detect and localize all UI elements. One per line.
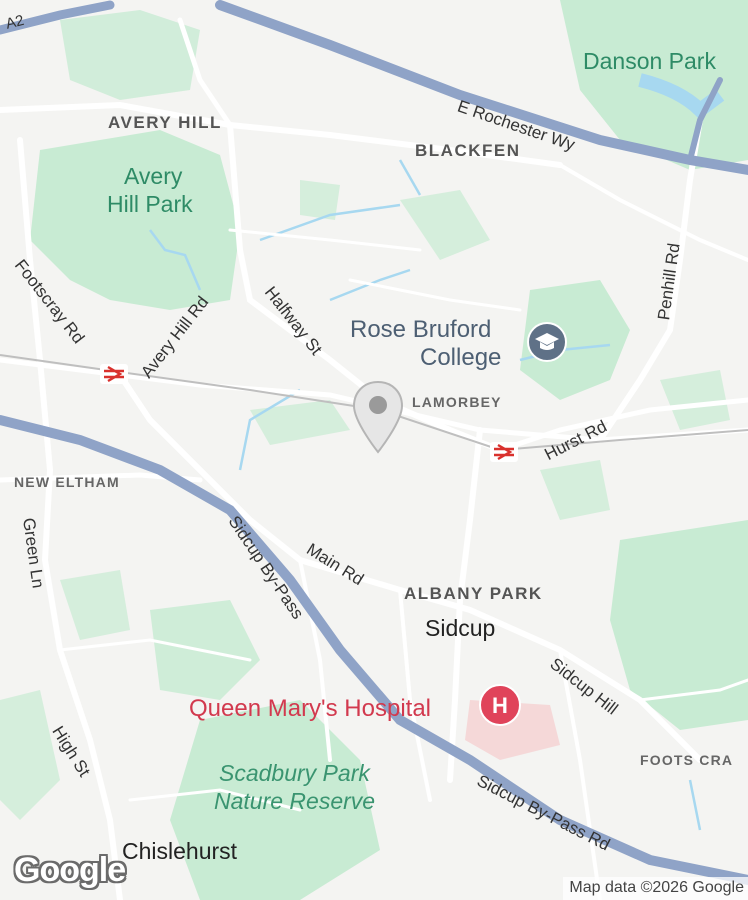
area-label-foots-cray: FOOTS CRA xyxy=(640,752,734,768)
area-label-new-eltham: NEW ELTHAM xyxy=(14,474,120,490)
park-label-scadbury-line1[interactable]: Scadbury Park xyxy=(219,760,370,786)
park-label-scadbury-line2[interactable]: Nature Reserve xyxy=(214,788,376,814)
park-label-avery-hill-park-line1[interactable]: Avery xyxy=(124,163,183,189)
water-areas xyxy=(149,73,725,831)
minor-roads xyxy=(0,17,748,900)
map-attribution[interactable]: Map data ©2026 Google xyxy=(563,877,748,900)
google-logo[interactable]: Google xyxy=(14,851,126,889)
place-label-rose-bruford-line1[interactable]: Rose Bruford xyxy=(350,316,492,343)
park-label-danson-park[interactable]: Danson Park xyxy=(583,48,716,74)
hospital-h-icon[interactable]: H xyxy=(478,683,522,732)
map-pin-icon[interactable] xyxy=(352,380,404,459)
place-label-sidcup[interactable]: Sidcup xyxy=(425,615,496,641)
area-label-avery-hill: AVERY HILL xyxy=(108,113,222,132)
park-label-avery-hill-park-line2[interactable]: Hill Park xyxy=(107,191,193,217)
area-label-lamorbey: LAMORBEY xyxy=(412,394,502,410)
graduation-cap-icon[interactable] xyxy=(526,321,568,368)
place-label-rose-bruford-line2[interactable]: College xyxy=(420,344,502,371)
area-label-blackfen: BLACKFEN xyxy=(415,141,521,160)
place-label-chislehurst[interactable]: Chislehurst xyxy=(122,838,238,864)
area-label-albany-park: ALBANY PARK xyxy=(404,584,543,603)
national-rail-icon[interactable] xyxy=(490,442,518,467)
national-rail-icon[interactable] xyxy=(100,364,128,389)
place-label-queen-marys-hospital[interactable]: Queen Mary's Hospital xyxy=(189,695,432,722)
svg-text:H: H xyxy=(492,693,508,718)
